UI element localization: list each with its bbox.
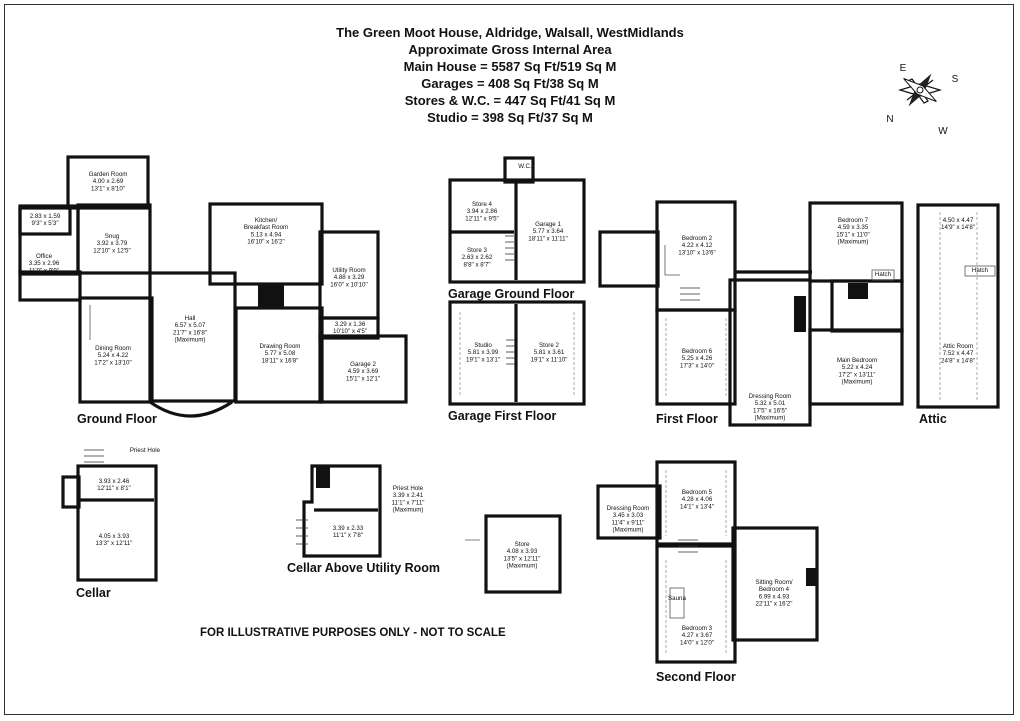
label-garage-ground-floor: Garage Ground Floor xyxy=(448,287,575,301)
page-border xyxy=(4,4,1014,715)
label-hatch-2: Hatch xyxy=(875,271,892,278)
attic-walls xyxy=(916,203,1000,409)
label-hatch-1: Hatch xyxy=(972,267,989,274)
area-main-house: Main House = 5587 Sq Ft/519 Sq M xyxy=(403,59,617,74)
compass-s: S xyxy=(952,74,959,85)
disclaimer: FOR ILLUSTRATIVE PURPOSES ONLY - NOT TO … xyxy=(200,627,506,639)
garage-ground-walls xyxy=(448,156,586,284)
cellar-walls xyxy=(61,464,158,582)
label-second-floor: Second Floor xyxy=(656,670,736,684)
area-heading: Approximate Gross Internal Area xyxy=(408,42,612,57)
compass-n: N xyxy=(886,114,893,125)
compass-w: W xyxy=(938,126,948,137)
area-garages: Garages = 408 Sq Ft/38 Sq M xyxy=(421,76,599,91)
label-cellar-above-utility: Cellar Above Utility Room xyxy=(287,561,440,575)
label-attic: Attic xyxy=(919,412,947,426)
label-cellar: Cellar xyxy=(76,586,111,600)
label-garage-first-floor: Garage First Floor xyxy=(448,409,556,423)
store-walls xyxy=(484,514,562,594)
property-title: The Green Moot House, Aldridge, Walsall,… xyxy=(336,25,684,40)
label-first-floor: First Floor xyxy=(656,412,718,426)
label-sauna: Sauna xyxy=(668,595,686,602)
compass-e: E xyxy=(900,63,907,74)
stairs xyxy=(84,235,700,553)
area-studio: Studio = 398 Sq Ft/37 Sq M xyxy=(427,110,593,125)
label-wc: W.C. xyxy=(518,163,532,170)
label-priest-hole-cellar: Priest Hole xyxy=(130,447,161,454)
cellar-utility-walls xyxy=(302,464,382,558)
compass-rose: E S N W xyxy=(886,63,958,137)
label-ground-floor: Ground Floor xyxy=(77,412,157,426)
header: The Green Moot House, Aldridge, Walsall,… xyxy=(0,24,1020,126)
garage-first-walls xyxy=(448,300,586,406)
first-floor-walls xyxy=(598,200,904,427)
area-stores: Stores & W.C. = 447 Sq Ft/41 Sq M xyxy=(404,93,616,108)
